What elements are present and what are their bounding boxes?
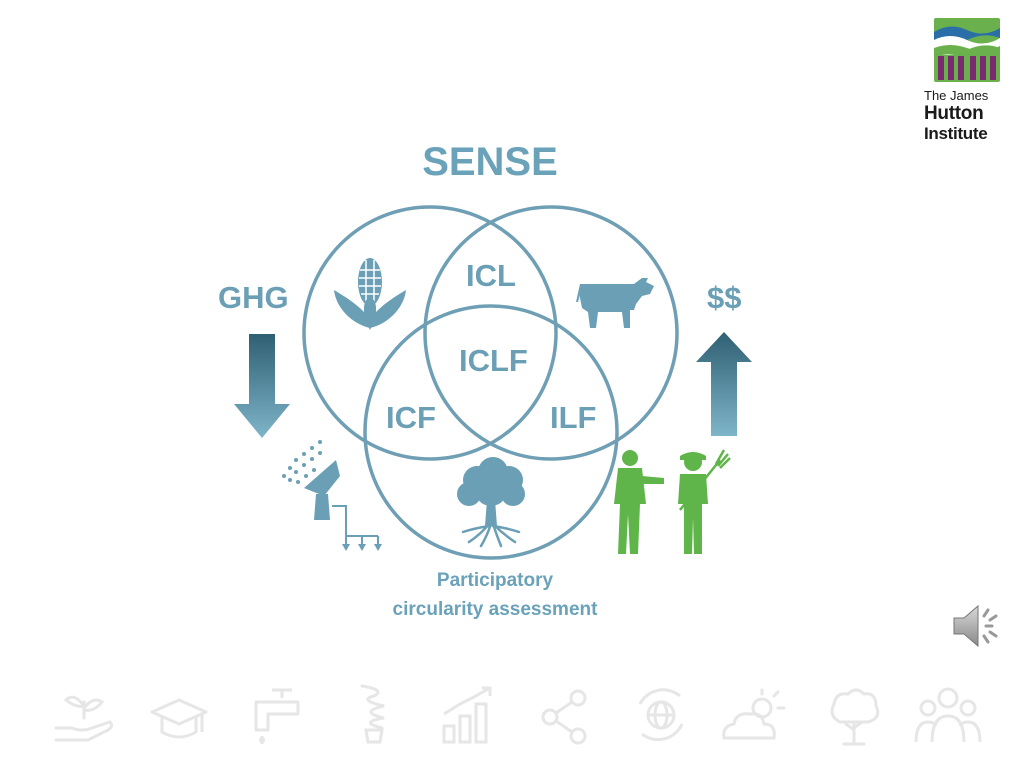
irrigation-sprinkler-icon: [282, 440, 382, 551]
logo-line3: Institute: [924, 124, 988, 143]
venn-circle-forest: [363, 304, 619, 560]
logo-line2: Hutton: [924, 103, 984, 124]
venn-circle-livestock: [423, 205, 679, 461]
weather-icon: [722, 688, 786, 740]
diagram-caption: Participatory circularity assessment: [350, 566, 640, 624]
growth-chart-icon: [442, 686, 492, 744]
down-arrow-icon: [234, 334, 290, 438]
graduation-cap-icon: [150, 698, 208, 739]
caption-line1: Participatory: [436, 570, 554, 591]
light-bulb-icon: [360, 684, 385, 744]
water-tap-icon: [254, 688, 300, 744]
logo-text: The James Hutton Institute: [924, 88, 1014, 143]
people-group-icon: [914, 687, 982, 743]
speaker-icon[interactable]: [952, 602, 1004, 650]
logo-line1: The James: [924, 88, 989, 103]
venn-label-iclf: ICLF: [459, 343, 528, 378]
venn-label-icl: ICL: [466, 258, 516, 293]
money-label: $$: [707, 280, 742, 315]
corn-icon: [334, 258, 406, 330]
ghg-label: GHG: [218, 280, 289, 315]
diagram-title: SENSE: [422, 140, 558, 184]
caption-line2: circularity assessment: [392, 599, 598, 620]
venn-label-ilf: ILF: [550, 400, 597, 435]
farmers-icon: [614, 449, 731, 554]
venn-circle-crop: [302, 205, 558, 461]
tree-icon: [457, 457, 525, 548]
recycle-globe-icon: [638, 688, 684, 742]
venn-label-icf: ICF: [386, 400, 436, 435]
network-icon: [541, 689, 587, 745]
plant-hand-icon: [54, 695, 114, 742]
up-arrow-icon: [696, 332, 752, 436]
hutton-logo-icon: [934, 18, 1000, 82]
tree-outline-icon: [830, 688, 880, 746]
cow-icon: [576, 278, 654, 328]
